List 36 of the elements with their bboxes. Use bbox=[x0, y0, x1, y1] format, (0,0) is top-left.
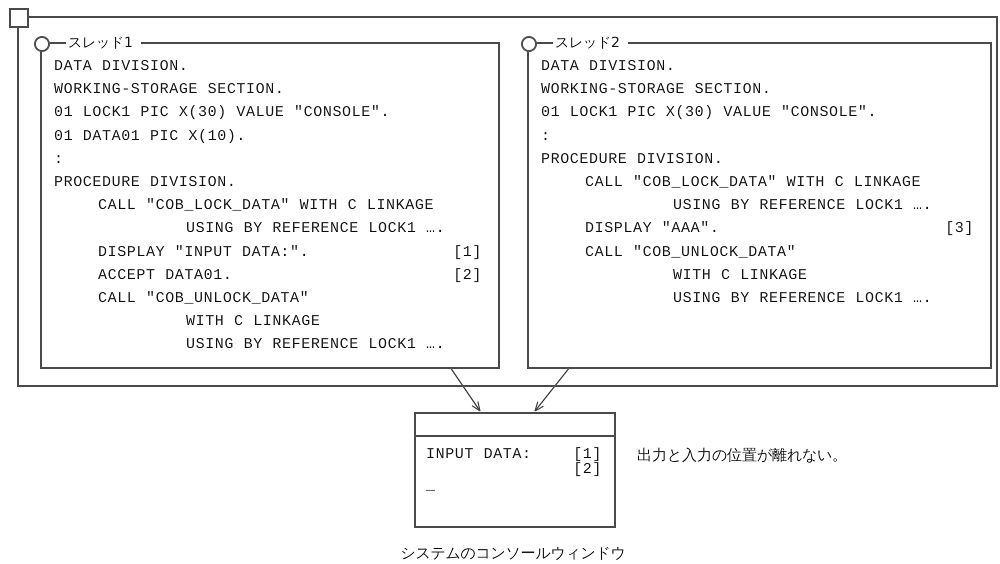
code-line: ACCEPT DATA01. bbox=[98, 266, 232, 285]
code-line: WORKING-STORAGE SECTION. bbox=[541, 81, 772, 100]
step-marker: [3] bbox=[945, 220, 974, 238]
code-line: PROCEDURE DIVISION. bbox=[54, 174, 236, 192]
code-line: DATA DIVISION. bbox=[541, 58, 676, 76]
code-line: WITH C LINKAGE bbox=[186, 313, 320, 332]
code-line: WORKING-STORAGE SECTION. bbox=[54, 81, 284, 100]
arrow bbox=[449, 366, 481, 412]
code-line: 01 DATA01 PIC X(10). bbox=[54, 128, 246, 146]
code-line: DISPLAY "AAA". bbox=[585, 220, 720, 238]
console-window bbox=[414, 412, 616, 528]
console-text: INPUT DATA: bbox=[426, 446, 532, 464]
code-line: USING BY REFERENCE LOCK1 …. bbox=[186, 220, 446, 238]
code-line: 01 LOCK1 PIC X(30) VALUE "CONSOLE". bbox=[541, 104, 878, 122]
code-line: CALL "COB_LOCK_DATA" WITH C LINKAGE bbox=[98, 197, 434, 216]
code-line: CALL "COB_UNLOCK_DATA" bbox=[585, 244, 796, 262]
step-marker: [2] bbox=[453, 266, 482, 285]
code-line: USING BY REFERENCE LOCK1 …. bbox=[673, 290, 932, 308]
code-line: WITH C LINKAGE bbox=[673, 266, 808, 285]
note-text: 出力と入力の位置が離れない。 bbox=[637, 445, 847, 465]
code-line: : bbox=[541, 128, 551, 146]
code-line: : bbox=[54, 150, 64, 169]
arrow bbox=[534, 366, 570, 412]
code-line: DISPLAY "INPUT DATA:". bbox=[98, 244, 310, 262]
cursor: _ bbox=[426, 477, 436, 495]
step-marker: [1] bbox=[453, 244, 482, 262]
step-marker: [1] bbox=[573, 446, 602, 463]
step-marker: [2] bbox=[573, 461, 602, 479]
code-line: USING BY REFERENCE LOCK1 …. bbox=[673, 197, 932, 216]
code-line: DATA DIVISION. bbox=[54, 58, 188, 76]
caption-text: システムのコンソールウィンドウ bbox=[400, 543, 626, 563]
code-line: 01 LOCK1 PIC X(30) VALUE "CONSOLE". bbox=[54, 104, 390, 122]
code-line: USING BY REFERENCE LOCK1 …. bbox=[186, 336, 446, 354]
code-line: CALL "COB_UNLOCK_DATA" bbox=[98, 290, 310, 308]
code-line: PROCEDURE DIVISION. bbox=[541, 150, 724, 169]
code-line: CALL "COB_LOCK_DATA" WITH C LINKAGE bbox=[585, 174, 922, 192]
